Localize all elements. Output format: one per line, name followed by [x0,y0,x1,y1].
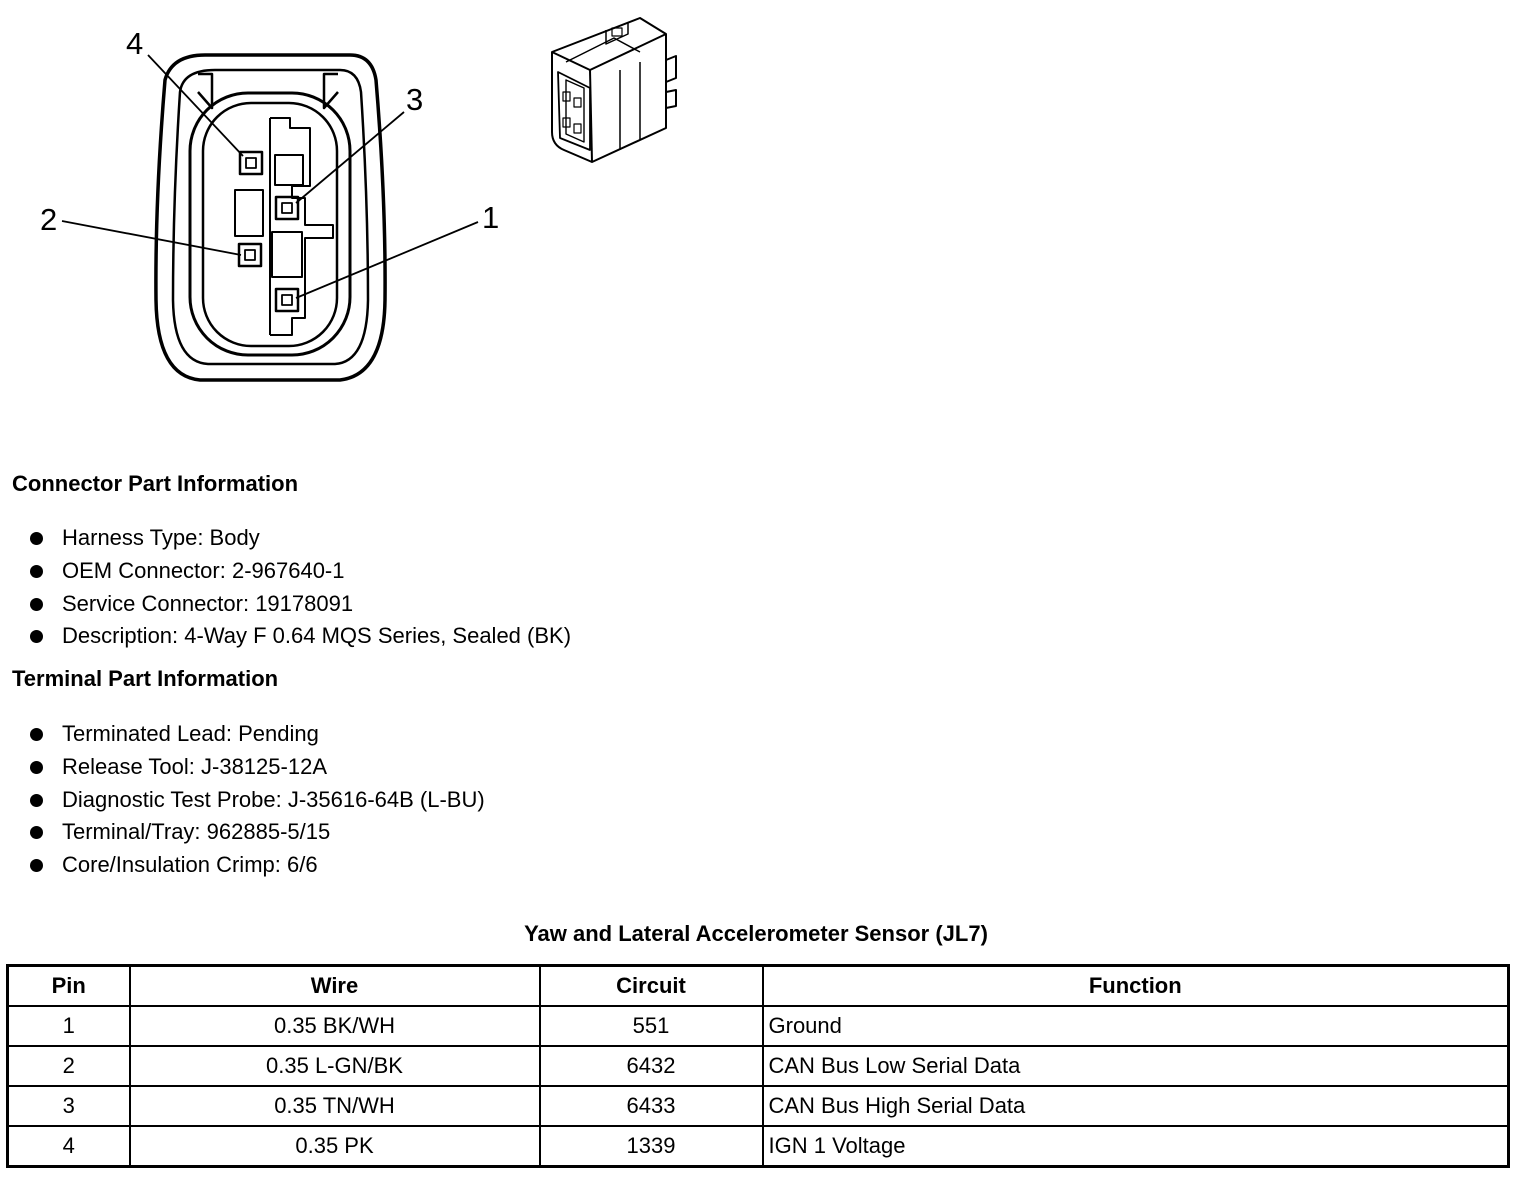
function-cell: IGN 1 Voltage [761,1125,1510,1168]
pin-label-2: 2 [40,202,57,237]
connector-outer-housing [154,53,387,382]
pin-cavity-3 [274,195,300,221]
leader-line-1 [295,221,479,299]
pin-cavity-4 [238,150,264,176]
wire-cell: 0.35 L-GN/BK [128,1045,541,1087]
pin-cell: 1 [6,1005,131,1047]
leader-line-2 [61,220,242,256]
wire-cell: 0.35 BK/WH [128,1005,541,1047]
bullet-icon [30,728,43,741]
connector-seal-inner [201,101,339,348]
connector-inner-rim [171,68,370,366]
terminal-info-list: Terminated Lead: Pending Release Tool: J… [30,718,485,882]
corner-latch-right [322,72,339,110]
circuit-cell: 6433 [538,1085,764,1127]
connector-info-list: Harness Type: Body OEM Connector: 2-9676… [30,522,571,653]
circuit-cell: 551 [538,1005,764,1047]
pin-label-3: 3 [406,82,423,117]
list-item: Service Connector: 19178091 [30,588,571,621]
column-header-function: Function [761,964,1510,1007]
table-row: 2 0.35 L-GN/BK 6432 CAN Bus Low Serial D… [6,1045,1510,1087]
table-row: 3 0.35 TN/WH 6433 CAN Bus High Serial Da… [6,1085,1510,1127]
pin-cavity-2 [237,242,263,268]
bullet-icon [30,859,43,873]
bullet-icon [30,630,43,644]
pin-cell: 4 [6,1125,131,1168]
list-item: Description: 4-Way F 0.64 MQS Series, Se… [30,620,571,653]
list-item: Terminated Lead: Pending [30,718,485,751]
pin-label-1: 1 [482,200,499,235]
column-header-circuit: Circuit [538,964,764,1007]
key-slot-top [274,154,304,186]
wire-cell: 0.35 PK [128,1125,541,1168]
pin-cell: 2 [6,1045,131,1087]
connector-seal-outer [188,91,352,357]
bullet-icon [30,532,43,545]
wire-cell: 0.35 TN/WH [128,1085,541,1127]
pin-table: Pin Wire Circuit Function 1 0.35 BK/WH 5… [6,964,1510,1168]
leader-line-3 [295,111,405,204]
leader-line-4 [147,54,244,157]
bullet-icon [30,564,43,578]
function-cell: CAN Bus Low Serial Data [761,1045,1510,1087]
function-cell: Ground [761,1005,1510,1047]
connector-info-title: Connector Part Information [12,471,299,496]
function-cell: CAN Bus High Serial Data [761,1085,1510,1127]
column-header-pin: Pin [6,964,131,1007]
bullet-icon [30,793,43,807]
pin-table-title: Yaw and Lateral Accelerometer Sensor (JL… [524,921,988,946]
list-item: Diagnostic Test Probe: J-35616-64B (L-BU… [30,784,485,817]
pin-label-4: 4 [126,26,143,61]
terminal-info-title: Terminal Part Information [12,666,279,691]
bullet-icon [30,826,43,840]
table-row: 4 0.35 PK 1339 IGN 1 Voltage [6,1125,1510,1168]
list-item: Core/Insulation Crimp: 6/6 [30,849,485,882]
list-item: OEM Connector: 2-967640-1 [30,555,571,588]
connector-isometric-view [551,17,677,163]
circuit-cell: 1339 [538,1125,764,1168]
bullet-icon [30,760,43,774]
list-item: Release Tool: J-38125-12A [30,751,485,784]
table-header-row: Pin Wire Circuit Function [6,964,1510,1007]
list-item: Terminal/Tray: 962885-5/15 [30,816,485,849]
list-item: Harness Type: Body [30,522,571,555]
pin-cavity-1 [274,287,300,313]
center-key-wall [269,117,334,336]
connector-diagram: 4 3 2 1 [40,17,677,382]
column-header-wire: Wire [128,964,541,1007]
key-slot-right [271,231,303,278]
pin-cell: 3 [6,1085,131,1127]
key-slot-left [234,189,264,237]
bullet-icon [30,597,43,611]
corner-latch-left [197,72,214,110]
circuit-cell: 6432 [538,1045,764,1087]
table-row: 1 0.35 BK/WH 551 Ground [6,1005,1510,1047]
